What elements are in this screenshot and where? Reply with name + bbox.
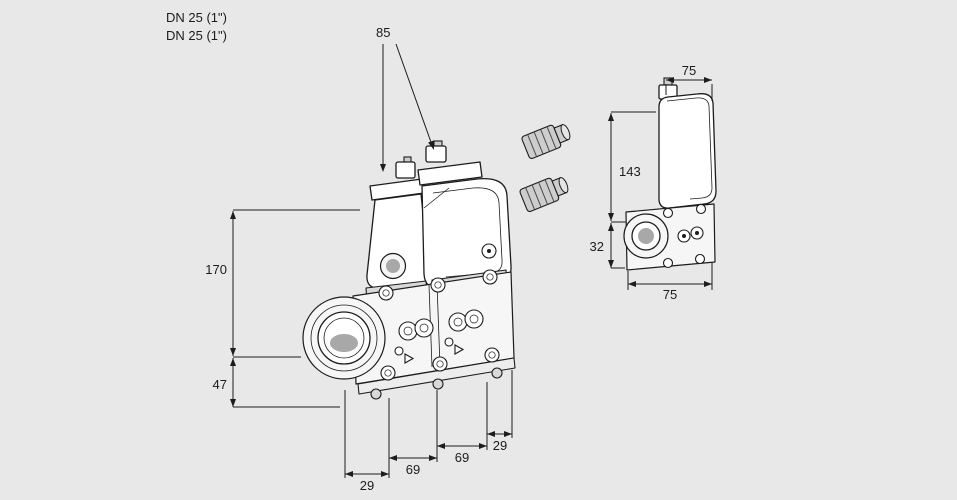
dim-47-arrowhead bbox=[230, 399, 236, 407]
side-bolt bbox=[662, 257, 674, 269]
dim-170-arrowhead bbox=[230, 348, 236, 356]
port-center bbox=[453, 317, 463, 327]
dim-69-right-label: 69 bbox=[455, 450, 469, 465]
dim-143-arrowhead bbox=[608, 113, 614, 121]
dim-75-bottom-arrowhead bbox=[704, 281, 712, 287]
side-bolt bbox=[662, 207, 674, 219]
bushing-rib bbox=[533, 131, 544, 155]
bolt-center bbox=[436, 360, 444, 368]
body-bolts bbox=[378, 269, 500, 381]
dim-75-top-arrowhead bbox=[704, 77, 712, 83]
bushing-rib bbox=[527, 134, 538, 157]
dim-85-arrowhead bbox=[428, 140, 434, 150]
pipe-flange bbox=[302, 296, 386, 380]
dim-32-label: 32 bbox=[590, 239, 604, 254]
dn-label-1: DN 25 (1") bbox=[166, 10, 227, 25]
dim-32-arrowhead bbox=[608, 223, 614, 231]
side-bolt bbox=[694, 253, 706, 265]
dim-29-left-arrowhead bbox=[345, 471, 353, 477]
bushing-end-face bbox=[558, 177, 569, 194]
port-center bbox=[403, 326, 413, 336]
side-actuator-housing bbox=[658, 93, 717, 209]
side-port-dot bbox=[695, 231, 699, 235]
main-view bbox=[302, 140, 516, 400]
side-view bbox=[623, 77, 717, 271]
dim-85-leader-right bbox=[395, 43, 433, 146]
dim-69-right-arrowhead bbox=[437, 443, 445, 449]
dn-label-2: DN 25 (1") bbox=[166, 28, 227, 43]
bushing-end-face bbox=[560, 124, 571, 141]
bolt-center bbox=[486, 273, 494, 281]
dim-29-left-arrowhead bbox=[381, 471, 389, 477]
right-cable-connector bbox=[425, 145, 447, 163]
right-housing-notch bbox=[423, 187, 450, 209]
dim-85-label: 85 bbox=[376, 25, 390, 40]
dim-143-label: 143 bbox=[619, 164, 641, 179]
dim-69-left-arrowhead bbox=[389, 455, 397, 461]
bolt-center bbox=[384, 369, 392, 377]
bolt-center bbox=[382, 289, 390, 297]
bushing-rib bbox=[531, 184, 542, 208]
dim-47-arrowhead bbox=[230, 358, 236, 366]
side-port-dot bbox=[682, 234, 686, 238]
dimension-annotations: DN 25 (1") DN 25 (1") 85 170 47 29 bbox=[166, 10, 713, 493]
body-center-seam-2 bbox=[436, 283, 441, 367]
adapter-bushing-1 bbox=[521, 123, 571, 160]
dim-170-label: 170 bbox=[205, 262, 227, 277]
right-housing-screw-dot bbox=[487, 249, 491, 253]
dim-170-arrowhead bbox=[230, 211, 236, 219]
dim-85-arrowhead bbox=[380, 164, 386, 172]
right-solenoid-actuator bbox=[417, 140, 512, 289]
bushing-rib bbox=[544, 179, 555, 203]
bushing-rib bbox=[525, 187, 536, 210]
flow-direction-arrow bbox=[404, 353, 415, 364]
left-solenoid-actuator bbox=[366, 156, 430, 289]
adapter-bushings bbox=[519, 123, 571, 213]
right-coil-top-plate bbox=[417, 161, 483, 186]
bushing-rib bbox=[546, 126, 557, 150]
bolt-center bbox=[434, 281, 442, 289]
foot bbox=[370, 388, 382, 400]
side-port-bore bbox=[638, 228, 654, 244]
foot bbox=[432, 378, 444, 390]
side-housing-seam bbox=[666, 97, 713, 200]
port-bore-shadow bbox=[330, 334, 358, 352]
small-port bbox=[444, 337, 454, 347]
small-port bbox=[394, 346, 404, 356]
dim-75-bottom-arrowhead bbox=[628, 281, 636, 287]
port-center bbox=[419, 323, 429, 333]
dim-69-left-arrowhead bbox=[429, 455, 437, 461]
dim-69-right-arrowhead bbox=[479, 443, 487, 449]
flow-direction-arrow bbox=[454, 344, 465, 355]
pressure-ports bbox=[394, 309, 484, 364]
port-thread bbox=[323, 317, 365, 359]
dim-29-right-label: 29 bbox=[493, 438, 507, 453]
bushing-rib bbox=[540, 129, 551, 152]
dim-32-arrowhead bbox=[608, 260, 614, 268]
port-center bbox=[469, 314, 479, 324]
left-cable-connector bbox=[395, 161, 416, 179]
side-bolt bbox=[695, 203, 707, 215]
flange-inner-ring bbox=[310, 304, 378, 372]
bottom-plate bbox=[357, 357, 516, 395]
dim-75-bottom-label: 75 bbox=[663, 287, 677, 302]
left-coil-bearing-hole bbox=[386, 259, 400, 273]
bushing-rib bbox=[538, 182, 549, 205]
dim-29-right-arrowhead bbox=[487, 431, 495, 437]
dim-29-left-label: 29 bbox=[360, 478, 374, 493]
bolt-center bbox=[488, 351, 496, 359]
foot bbox=[491, 367, 503, 379]
dim-75-top-label: 75 bbox=[682, 63, 696, 78]
adapter-bushing-2 bbox=[519, 176, 569, 213]
dim-75-top-arrowhead bbox=[666, 77, 674, 83]
dim-69-left-label: 69 bbox=[406, 462, 420, 477]
dim-29-right-arrowhead bbox=[504, 431, 512, 437]
dim-143-arrowhead bbox=[608, 213, 614, 221]
dim-47-label: 47 bbox=[213, 377, 227, 392]
